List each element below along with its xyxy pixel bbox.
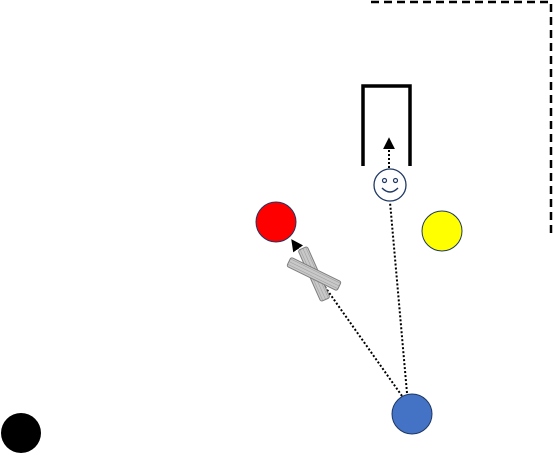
cross-icon — [286, 246, 342, 302]
smiley-face-icon — [373, 168, 407, 202]
red-ball — [255, 201, 297, 243]
black-ball — [1, 413, 41, 453]
goal-box-icon — [361, 84, 412, 166]
blue-ball — [391, 393, 433, 435]
yellow-ball — [421, 210, 463, 252]
dashed-boundary — [371, 0, 553, 238]
